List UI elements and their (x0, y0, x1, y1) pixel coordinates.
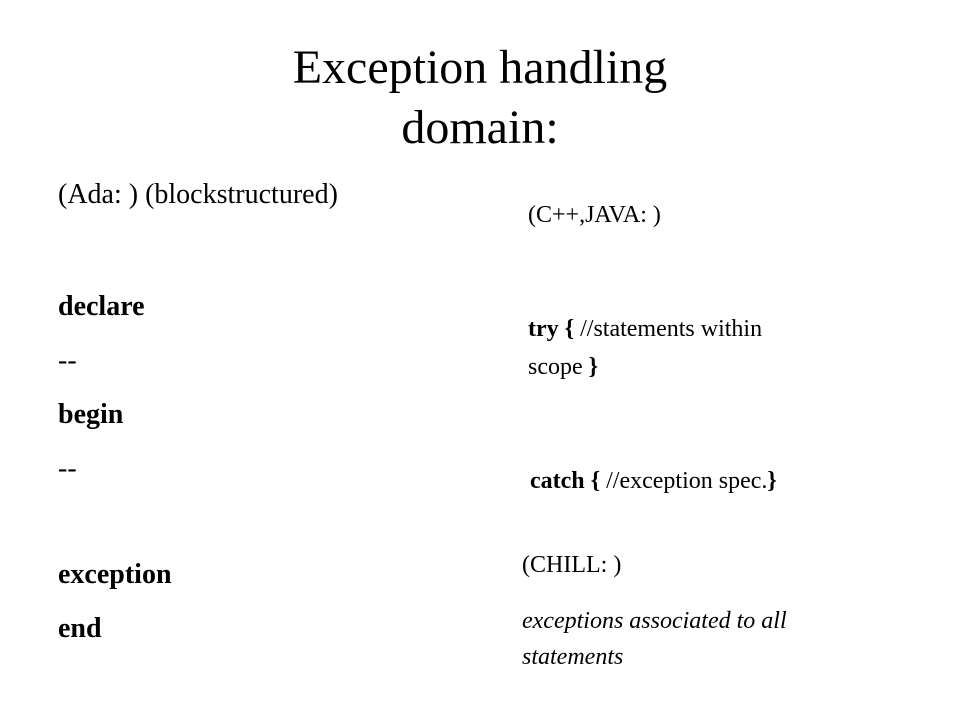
chill-description-line-2: statements (522, 644, 624, 670)
catch-close-brace: } (767, 468, 777, 494)
ada-comment-dash-2: -- (58, 453, 77, 484)
try-scope-text: scope (528, 354, 589, 380)
try-close-brace: } (588, 354, 599, 380)
ada-comment-dash-1: -- (58, 345, 77, 376)
cpp-catch-line: catch { //exception spec.} (530, 464, 777, 498)
try-comment: //statements within (574, 316, 763, 342)
catch-comment: //exception spec. (600, 468, 768, 494)
slide-title: Exception handling domain: (0, 38, 960, 158)
ada-exception-keyword: exception (58, 559, 172, 590)
catch-keyword: catch { (530, 468, 601, 494)
title-line-1: Exception handling (292, 41, 668, 94)
ada-declare-keyword: declare (58, 291, 145, 322)
ada-header: (Ada: ) (blockstructured) (58, 179, 338, 210)
ada-end-keyword: end (58, 613, 102, 644)
cpp-try-line-2: scope } (528, 350, 598, 384)
chill-description-line-1: exceptions associated to all (522, 608, 787, 634)
cpp-try-line: try { //statements within (528, 312, 762, 346)
ada-begin-keyword: begin (58, 399, 124, 430)
title-line-2: domain: (401, 101, 559, 154)
try-keyword: try { (528, 316, 575, 342)
cpp-java-header: (C++,JAVA: ) (528, 202, 661, 228)
chill-header: (CHILL: ) (522, 552, 622, 578)
